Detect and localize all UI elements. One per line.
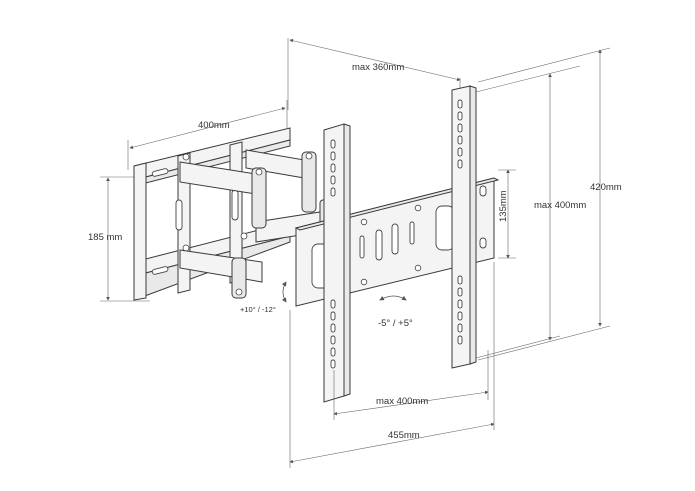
dimension-wall-plate-width: 400mm: [127, 100, 288, 170]
dimension-max-depth: max 360mm: [287, 38, 461, 110]
label-vesa-min-height: 135mm: [498, 190, 509, 222]
label-tilt: +10° / -12°: [240, 305, 276, 314]
swivel-indicator: -5° / +5°: [378, 295, 413, 329]
dimension-overall-height: 420mm: [477, 47, 622, 361]
tv-bracket-right: [451, 85, 477, 369]
dimension-vesa-min-height: 135mm: [498, 169, 516, 259]
articulating-arms: [179, 149, 341, 299]
label-swivel: -5° / +5°: [378, 318, 413, 329]
label-vesa-max-width: max 400mm: [376, 396, 428, 407]
label-wall-plate-height: 185 mm: [88, 232, 122, 243]
dimension-vesa-max-width: max 400mm: [333, 350, 489, 420]
dimension-overall-width: 455mm: [289, 262, 495, 468]
label-wall-plate-width: 400mm: [198, 120, 230, 131]
dimension-vesa-max-height: max 400mm: [475, 65, 586, 359]
tilt-indicator: +10° / -12°: [240, 281, 287, 314]
tv-bracket-left: [323, 123, 351, 403]
label-vesa-max-height: max 400mm: [534, 200, 586, 211]
label-max-depth: max 360mm: [352, 62, 404, 73]
label-overall-width: 455mm: [388, 430, 420, 441]
label-overall-height: 420mm: [590, 182, 622, 193]
